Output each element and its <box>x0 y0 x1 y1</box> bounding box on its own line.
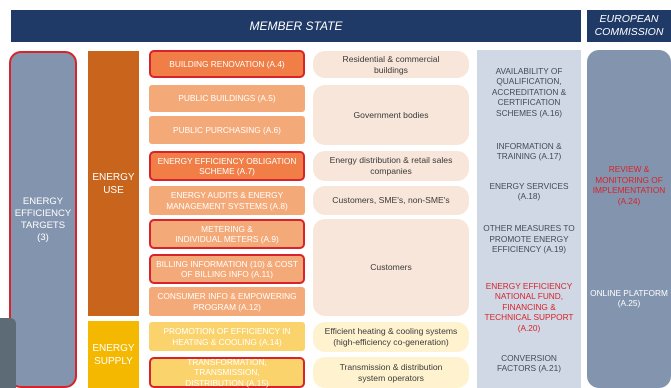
european-commission-header: EUROPEAN COMMISSION <box>587 10 671 42</box>
measure-label: OTHER MEASURES TO PROMOTE ENERGY EFFICIE… <box>483 223 575 255</box>
desc-customers-smes: Customers, SME's, non-SME's <box>313 186 469 215</box>
item-label: ENERGY AUDITS & ENERGY MANAGEMENT SYSTEM… <box>166 190 288 211</box>
commission-column <box>587 50 671 388</box>
energy-use-category: ENERGY USE <box>88 51 139 316</box>
measure-label: INFORMATION & TRAINING (A.17) <box>496 140 562 162</box>
measure-label: ENERGY SERVICES (A.18) <box>489 180 569 202</box>
desc-label: Residential & commercial buildings <box>342 53 440 75</box>
item-energy-audits: ENERGY AUDITS & ENERGY MANAGEMENT SYSTEM… <box>149 186 305 215</box>
measure-national-fund: ENERGY EFFICIENCY NATIONAL FUND, FINANCI… <box>477 278 581 336</box>
member-state-header: MEMBER STATE <box>11 10 581 42</box>
desc-customers: Customers <box>313 219 469 316</box>
measure-information-training: INFORMATION & TRAINING (A.17) <box>477 138 581 164</box>
item-obligation-scheme: ENERGY EFFICIENCY OBLIGATION SCHEME (A.7… <box>149 151 305 181</box>
item-billing-information: BILLING INFORMATION (10) & COST OF BILLI… <box>149 254 305 284</box>
desc-label: Customers <box>370 262 412 272</box>
desc-label: Efficient heating & cooling systems (hig… <box>324 326 458 347</box>
item-label: BUILDING RENOVATION (A.4) <box>169 58 285 69</box>
item-label: PUBLIC PURCHASING (A.6) <box>173 124 281 135</box>
desc-label: Transmission & distribution system opera… <box>339 361 443 383</box>
member-state-title: MEMBER STATE <box>249 19 343 33</box>
desc-government-bodies: Government bodies <box>313 85 469 145</box>
energy-efficiency-targets: ENERGY EFFICIENCY TARGETS (3) <box>9 51 77 388</box>
item-label: PROMOTION OF EFFICIENCY IN HEATING & COO… <box>163 326 291 347</box>
desc-label: Customers, SME's, non-SME's <box>332 195 450 205</box>
measure-label: ENERGY EFFICIENCY NATIONAL FUND, FINANCI… <box>484 280 574 333</box>
item-label: TRANSFORMATION, TRANSMISSION, DISTRIBUTI… <box>185 356 269 388</box>
measure-qualification-schemes: AVAILABILITY OF QUALIFICATION, ACCREDITA… <box>477 58 581 126</box>
measures-column <box>477 50 581 388</box>
energy-supply-category: ENERGY SUPPLY <box>88 321 139 388</box>
commission-review-label: REVIEW & MONITORING OF IMPLEMENTATION (A… <box>592 164 666 206</box>
item-public-buildings: PUBLIC BUILDINGS (A.5) <box>149 85 305 112</box>
item-consumer-info: CONSUMER INFO & EMPOWERING PROGRAM (A.12… <box>149 287 305 316</box>
item-transformation-transmission: TRANSFORMATION, TRANSMISSION, DISTRIBUTI… <box>149 357 305 388</box>
item-label: CONSUMER INFO & EMPOWERING PROGRAM (A.12… <box>157 291 297 312</box>
measure-energy-services: ENERGY SERVICES (A.18) <box>477 178 581 204</box>
measure-conversion-factors: CONVERSION FACTORS (A.21) <box>477 350 581 376</box>
commission-online-platform: ONLINE PLATFORM (A.25) <box>587 286 671 310</box>
item-label: PUBLIC BUILDINGS (A.5) <box>178 93 276 104</box>
commission-review-monitoring: REVIEW & MONITORING OF IMPLEMENTATION (A… <box>587 162 671 208</box>
european-commission-title: EUROPEAN COMMISSION <box>594 13 664 38</box>
measure-label: CONVERSION FACTORS (A.21) <box>497 352 561 374</box>
item-public-purchasing: PUBLIC PURCHASING (A.6) <box>149 116 305 144</box>
item-building-renovation: BUILDING RENOVATION (A.4) <box>149 50 305 78</box>
desc-label: Government bodies <box>353 109 429 120</box>
item-label: BILLING INFORMATION (10) & COST OF BILLI… <box>156 258 298 280</box>
desc-efficient-heating: Efficient heating & cooling systems (hig… <box>313 322 469 352</box>
measure-other-measures: OTHER MEASURES TO PROMOTE ENERGY EFFICIE… <box>477 220 581 258</box>
item-metering: METERING & INDIVIDUAL METERS (A.9) <box>149 219 305 249</box>
item-label: METERING & INDIVIDUAL METERS (A.9) <box>175 223 279 245</box>
energy-supply-label: ENERGY SUPPLY <box>92 342 135 367</box>
commission-platform-label: ONLINE PLATFORM (A.25) <box>590 287 668 309</box>
desc-residential-commercial: Residential & commercial buildings <box>313 51 469 78</box>
desc-label: Energy distribution & retail sales compa… <box>329 155 453 176</box>
energy-use-label: ENERGY USE <box>92 171 135 196</box>
item-label: ENERGY EFFICIENCY OBLIGATION SCHEME (A.7… <box>157 155 297 177</box>
measure-label: AVAILABILITY OF QUALIFICATION, ACCREDITA… <box>491 65 567 118</box>
thumbnail-overlay <box>0 318 16 388</box>
desc-transmission-operators: Transmission & distribution system opera… <box>313 357 469 388</box>
item-heating-cooling: PROMOTION OF EFFICIENCY IN HEATING & COO… <box>149 322 305 351</box>
desc-energy-distribution: Energy distribution & retail sales compa… <box>313 151 469 181</box>
targets-label: ENERGY EFFICIENCY TARGETS (3) <box>14 195 72 243</box>
